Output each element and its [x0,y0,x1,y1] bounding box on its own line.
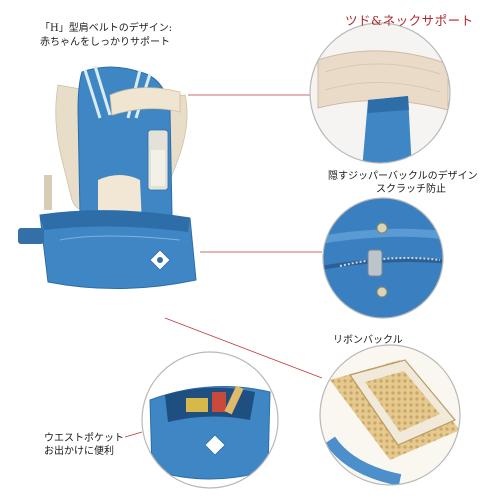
label-ribbon-buckle: リボンバックル [333,335,403,346]
label-shoulder-support: ツド&ネックサポート [345,13,474,28]
leader-line-pocket [124,431,143,438]
label-scratch-prevention: スクラッチ防止 [376,184,446,195]
leader-lines [124,94,323,438]
label-belt-support: 赤ちゃんをしっかりサポート [40,37,170,48]
label-waist-pocket: ウエストポケット [44,433,124,444]
label-outing-convenient: お出かけに便利 [44,446,114,457]
label-zipper-design: 隠すジッパーバックルのデザイン [328,171,478,182]
label-belt-design: 「H」型肩ベルトのデザイン: [40,23,173,34]
shoulder-pad-closeup [309,22,451,164]
carrier-product-image [18,65,197,290]
buckle-closeup [319,344,461,486]
leader-line-ribbon [164,317,323,379]
pocket-closeup [141,351,279,489]
zipper-closeup [322,197,444,319]
